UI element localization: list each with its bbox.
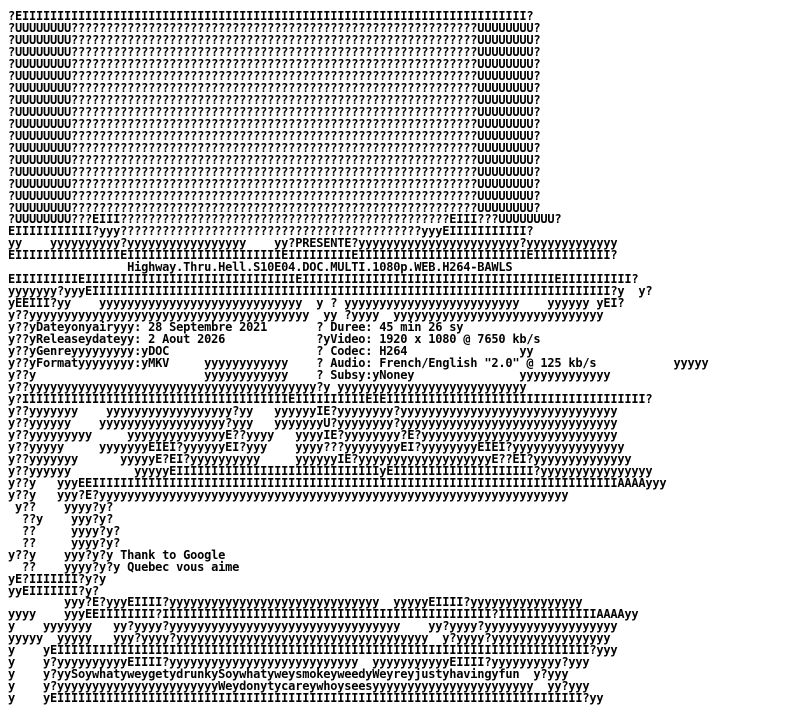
nfo-line: y??yGenreyyyyyyyyy:yDOC ? Codec: H264 yy — [8, 344, 534, 359]
nfo-line: y??y yyyEEIIIIIIIIIIIIIIIIIIIIIIIIIIIIII… — [8, 475, 667, 490]
nfo-line: Highway.Thru.Hell.S10E04.DOC.MULTI.1080p… — [8, 260, 513, 275]
nfo-line: yy yyyyyyyyyy?yyyyyyyyyyyyyyyyy yy?PRESE… — [8, 236, 618, 251]
nfo-line: ?UUUUUUUU???????????????????????????????… — [8, 128, 541, 143]
nfo-line: ?? yyyy?y? — [8, 523, 121, 538]
nfo-line: y??yyyyyy yyyyyEIIIIIIIIIIIIIIIIIIIIIIII… — [8, 463, 653, 478]
nfo-line: ?UUUUUUUU???????????????????????????????… — [8, 104, 541, 119]
nfo-line: ?? yyyy?y? — [8, 535, 121, 550]
nfo-line: ?UUUUUUUU???????????????????????????????… — [8, 68, 541, 83]
nfo-line: ?UUUUUUUU???????????????????????????????… — [8, 44, 541, 59]
nfo-line: y??yyyyyy yyyyyyyyyyyyyyyyyy?yyy yyyyyyy… — [8, 415, 618, 430]
nfo-line: y??yyyyy yyyyyyyEIEI?yyyyyyEI?yyy yyyy??… — [8, 439, 625, 454]
nfo-line: y??yDateyonyairyyy: 28 Septembre 2021 ? … — [8, 320, 464, 335]
nfo-line: ?UUUUUUUU???????????????????????????????… — [8, 80, 541, 95]
nfo-line: y yyyyyyy yy?yyyy?yyyyyyyyyyyyyyyyyyyyyy… — [8, 619, 618, 634]
nfo-line: y?IIIIIIIIIIIIIIIIIIIIIIIIIIIIIIIIIIIIII… — [8, 392, 653, 406]
nfo-line: y??y yyy?E?yyyyyyyyyyyyyyyyyyyyyyyyyyyyy… — [8, 487, 569, 502]
nfo-line: y y?yyyyyyyyyyEIIII?yyyyyyyyyyyyyyyyyyyy… — [8, 655, 590, 670]
nfo-line: ?UUUUUUUU???????????????????????????????… — [8, 56, 541, 71]
nfo-line: y??yReleaseydateyy: 2 Aout 2026 ?yVideo:… — [8, 332, 541, 347]
nfo-line: ?UUUUUUUU???????????????????????????????… — [8, 176, 541, 191]
nfo-line: ?UUUUUUUU???????????????????????????????… — [8, 188, 541, 203]
nfo-line: yyyyyyy?yyyEIIIIIIIIIIIIIIIIIIIIIIIIIIII… — [8, 284, 653, 299]
nfo-line: y y?yySoywhatyweygetydrunkySoywhatyweysm… — [8, 667, 569, 682]
nfo-line: y??yFormatyyyyyyyy:yMKV yyyyyyyyyyyy ? A… — [8, 356, 709, 371]
nfo-line: y yEIIIIIIIIIIIIIIIIIIIIIIIIIIIIIIIIIIII… — [8, 643, 618, 658]
nfo-line: ?UUUUUUUU???????????????????????????????… — [8, 32, 541, 47]
nfo-line: y yEIIIIIIIIIIIIIIIIIIIIIIIIIIIIIIIIIIII… — [8, 691, 604, 706]
nfo-line: ??y yyy?y? — [8, 511, 114, 526]
nfo-line: yyy?E?yyyEIIII?yyyyyyyyyyyyyyyyyyyyyyyyy… — [8, 595, 583, 610]
nfo-line: EIIIIIIIIIII?yyy????????????????????????… — [8, 224, 534, 239]
nfo-line: EIIIIIIIIIEIIIIIIIIIIIIIIIIIIIIIIIIIIIII… — [8, 272, 639, 287]
nfo-line: y??yyyyyyy yyyyyyyyyyyyyyyyyy?yy yyyyyyI… — [8, 403, 618, 418]
nfo-line: ?UUUUUUUU???????????????????????????????… — [8, 20, 541, 35]
nfo-line: y??yyyyyyyyyyyyyyyyyyyyyyyyyyyyyyyyyyyyy… — [8, 380, 527, 395]
nfo-line: ?UUUUUUUU???????????????????????????????… — [8, 152, 541, 167]
nfo-line: ?UUUUUUUU???????????????????????????????… — [8, 116, 541, 131]
nfo-line: ?? yyyy?y?y Quebec vous aime — [8, 559, 240, 574]
nfo-line: y??yyyyyyyyy yyyyyyyyyyyyyyE??yyyy yyyyI… — [8, 427, 618, 442]
nfo-line: ?UUUUUUUU???????????????????????????????… — [8, 140, 541, 155]
nfo-line: yyyy yyyEEIIIIIIII?IIIIIIIIIIIIIIIIIIIII… — [8, 607, 639, 622]
nfo-line: ?UUUUUUUU???????????????????????????????… — [8, 200, 541, 215]
nfo-line: yyyyy yyyyy yyy?yyyy?yyyyyyyyyyyyyyyyyyy… — [8, 631, 611, 646]
nfo-line: ?UUUUUUUU???????????????????????????????… — [8, 92, 541, 107]
nfo-line: y??yyyyyyyyyyyyyyyyyyyyyyyyyyyyyyyyyyyyy… — [8, 308, 604, 323]
nfo-line: ?UUUUUUUU???EIII????????????????????????… — [8, 212, 562, 227]
nfo-line: ?EIIIIIIIIIIIIIIIIIIIIIIIIIIIIIIIIIIIIII… — [8, 9, 534, 23]
nfo-line: yyEIIIIIII?y? — [8, 583, 100, 598]
nfo-line: y??y yyyyyyyyyyyy ? Subsy:yNoney yyyyyyy… — [8, 368, 611, 383]
nfo-line: y??yyyyyyy yyyyyE?EI?yyyyyyyyyy yyyyyyIE… — [8, 451, 632, 466]
nfo-line: EIIIIIIIIIIIIIIIEIIIIIIIIIIIIIIIIIIIIIIE… — [8, 248, 618, 263]
nfo-ascii-art: ?EIIIIIIIIIIIIIIIIIIIIIIIIIIIIIIIIIIIIII… — [8, 9, 709, 706]
nfo-line: ?UUUUUUUU???????????????????????????????… — [8, 164, 541, 179]
nfo-line: y y?yyyyyyyyyyyyyyyyyyyyyyyWeydonytycare… — [8, 679, 590, 694]
nfo-line: y?? yyyy?y? — [8, 499, 114, 514]
nfo-line: yEEIII?yy yyyyyyyyyyyyyyyyyyyyyyyyyyyyy … — [8, 296, 625, 311]
nfo-line: y??y yyy?y?y Thank to Google — [8, 547, 226, 562]
nfo-line: yE?IIIIIII?y?y — [8, 571, 107, 586]
